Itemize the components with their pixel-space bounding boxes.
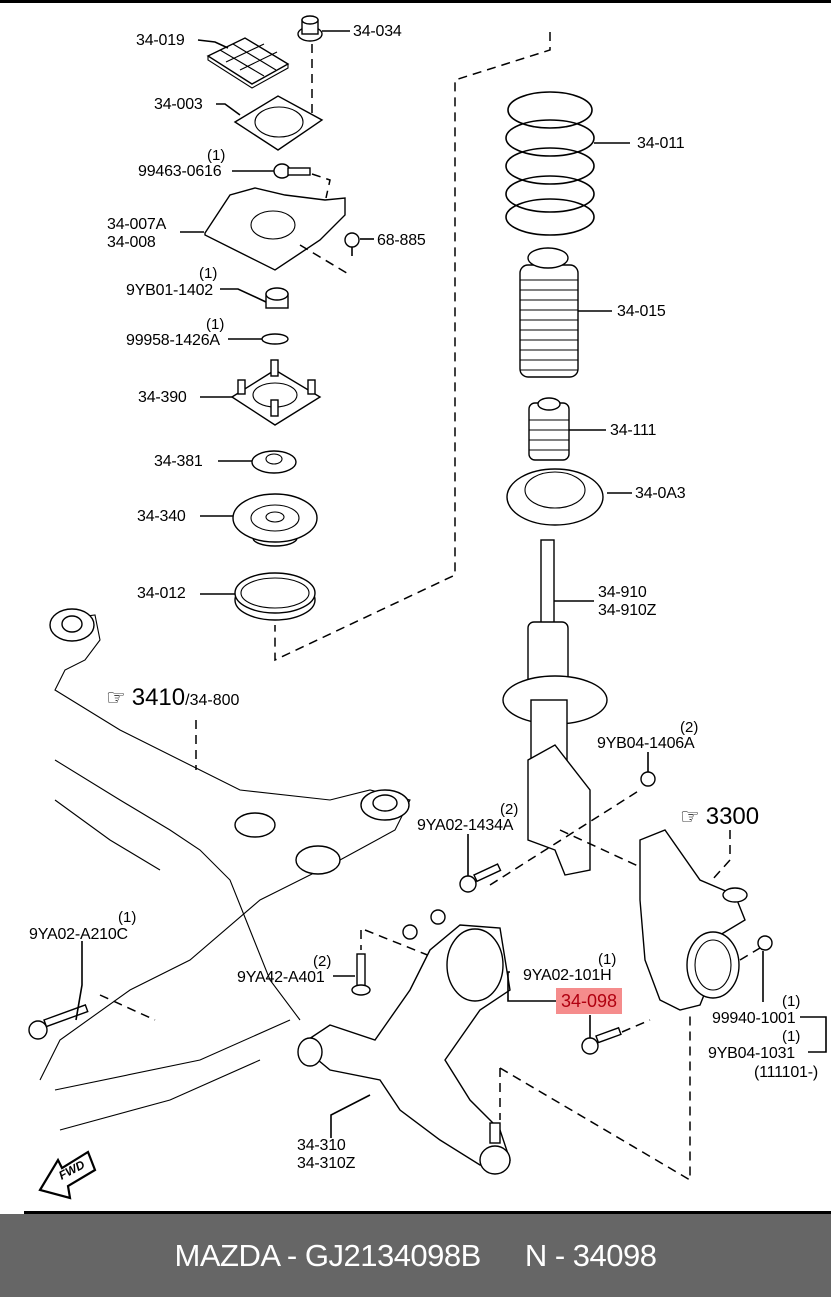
callout-34-012[interactable]: 34-012 — [137, 585, 186, 602]
qty-9ya02-1434a: (2) — [500, 801, 519, 818]
callout-34-310z[interactable]: 34-310Z — [297, 1155, 356, 1172]
part-34-390-mount-shape — [230, 359, 322, 426]
callout-34-340[interactable]: 34-340 — [137, 508, 186, 525]
top-border — [0, 0, 831, 3]
part-34-019-pad-shape — [206, 37, 290, 89]
callout-68-885[interactable]: 68-885 — [377, 232, 426, 249]
callout-34-019[interactable]: 34-019 — [136, 32, 185, 49]
part-68-885-clip-shape — [344, 232, 360, 256]
qty-9ya02-101h: (1) — [598, 951, 617, 968]
part-34-111-bumpstop-shape — [528, 397, 570, 461]
part-99940-1001-nut-shape — [757, 935, 773, 951]
pointing-hand-icon: ☞ — [106, 685, 126, 710]
part-34-910-strut-shape — [502, 539, 608, 876]
reference-3410[interactable]: ☞ 3410 /34-800 — [106, 686, 239, 710]
part-34-381-seat-shape — [251, 450, 297, 474]
callout-9ya02-a210c[interactable]: 9YA02-A210C — [29, 926, 128, 943]
part-34-011-spring-shape — [505, 91, 595, 236]
part-99463-0616-bolt-shape — [273, 163, 311, 179]
part-34-012-bearing-shape — [234, 572, 316, 621]
footer-bar: MAZDA - GJ2134098B N - 34098 — [0, 1214, 831, 1297]
knuckle-shape — [639, 829, 748, 1011]
part-34-310-lower-arm-shape — [297, 909, 511, 1175]
reference-3300-label: 3300 — [705, 803, 760, 830]
callout-34-0a3[interactable]: 34-0A3 — [635, 485, 686, 502]
callout-34-381[interactable]: 34-381 — [154, 453, 203, 470]
callout-99958-1426a[interactable]: 99958-1426A — [126, 332, 220, 349]
part-34-0a3-seat-shape — [506, 468, 604, 526]
qty-9ya02-a210c: (1) — [118, 909, 137, 926]
qty-99940-1001: (1) — [782, 993, 801, 1010]
part-9ya42-a401-bolt-shape — [351, 953, 371, 996]
qty-9yb04-1406a: (2) — [680, 719, 699, 736]
part-9yb01-1402-nut-shape — [265, 287, 289, 309]
callout-9yb01-1402[interactable]: 9YB01-1402 — [126, 282, 213, 299]
part-34-003-gasket-shape — [233, 95, 324, 151]
callout-9ya42-a401[interactable]: 9YA42-A401 — [237, 969, 325, 986]
qty-9yb04-1031: (1) — [782, 1028, 801, 1045]
assembly-frame-dashes — [274, 32, 551, 662]
part-34-340-seat-shape — [232, 493, 318, 547]
part-34-034-nut-shape — [297, 15, 323, 42]
reference-3410-label: 3410 — [131, 684, 186, 711]
callout-34-003[interactable]: 34-003 — [154, 96, 203, 113]
part-9ya02-a210c-bolt-shape — [28, 1004, 89, 1040]
qty-99463-0616: (1) — [207, 147, 226, 164]
callout-9ya02-101h[interactable]: 9YA02-101H — [523, 967, 612, 984]
callout-34-011[interactable]: 34-011 — [637, 135, 685, 152]
callout-34-310[interactable]: 34-310 — [297, 1137, 346, 1154]
callout-34-007a[interactable]: 34-007A — [107, 216, 167, 233]
parts-diagram: 34-019 34-034 34-003 (1) 99463-0616 34-0… — [0, 0, 831, 1214]
callout-99940-1001[interactable]: 99940-1001 — [712, 1010, 796, 1027]
callout-34-910[interactable]: 34-910 — [598, 584, 647, 601]
callout-34-910z[interactable]: 34-910Z — [598, 602, 657, 619]
part-34-098-bolt-shape — [581, 1026, 622, 1055]
fwd-arrow-icon — [38, 1150, 97, 1200]
pointing-hand-icon: ☞ — [680, 804, 700, 829]
callout-34-098-highlighted[interactable]: 34-098 — [556, 988, 623, 1014]
subframe-shape — [39, 608, 411, 1131]
callout-serial-range: (111101-) — [754, 1064, 819, 1081]
callout-34-008[interactable]: 34-008 — [107, 234, 156, 251]
callout-9yb04-1406a[interactable]: 9YB04-1406A — [597, 735, 695, 752]
callout-34-390[interactable]: 34-390 — [138, 389, 187, 406]
callout-34-034[interactable]: 34-034 — [353, 23, 402, 40]
part-34-015-boot-shape — [519, 247, 579, 378]
part-99958-1426a-washer-shape — [261, 333, 289, 345]
reference-3300[interactable]: ☞ 3300 — [680, 805, 759, 829]
leader-lines — [75, 30, 827, 1138]
callout-9yb04-1031[interactable]: 9YB04-1031 — [708, 1045, 795, 1062]
callout-99463-0616[interactable]: 99463-0616 — [138, 163, 222, 180]
callout-9ya02-1434a[interactable]: 9YA02-1434A — [417, 817, 514, 834]
diagram-drawing — [28, 15, 827, 1200]
qty-99958-1426a: (1) — [206, 316, 225, 333]
callout-34-111[interactable]: 34-111 — [610, 422, 657, 439]
part-9ya02-1434a-bolt-shape — [459, 863, 502, 893]
footer-brand-part-number: MAZDA - GJ2134098B — [174, 1237, 482, 1273]
qty-9ya42-a401: (2) — [313, 953, 332, 970]
part-9yb04-1406a-nut-shape — [640, 771, 656, 787]
bottom-border — [24, 1211, 831, 1214]
callout-34-015[interactable]: 34-015 — [617, 303, 666, 320]
qty-9yb01-1402: (1) — [199, 265, 218, 282]
reference-3410-suffix: /34-800 — [185, 692, 240, 709]
part-34-007a-plate-shape — [204, 187, 346, 271]
footer-catalog-number: N - 34098 — [524, 1237, 657, 1273]
